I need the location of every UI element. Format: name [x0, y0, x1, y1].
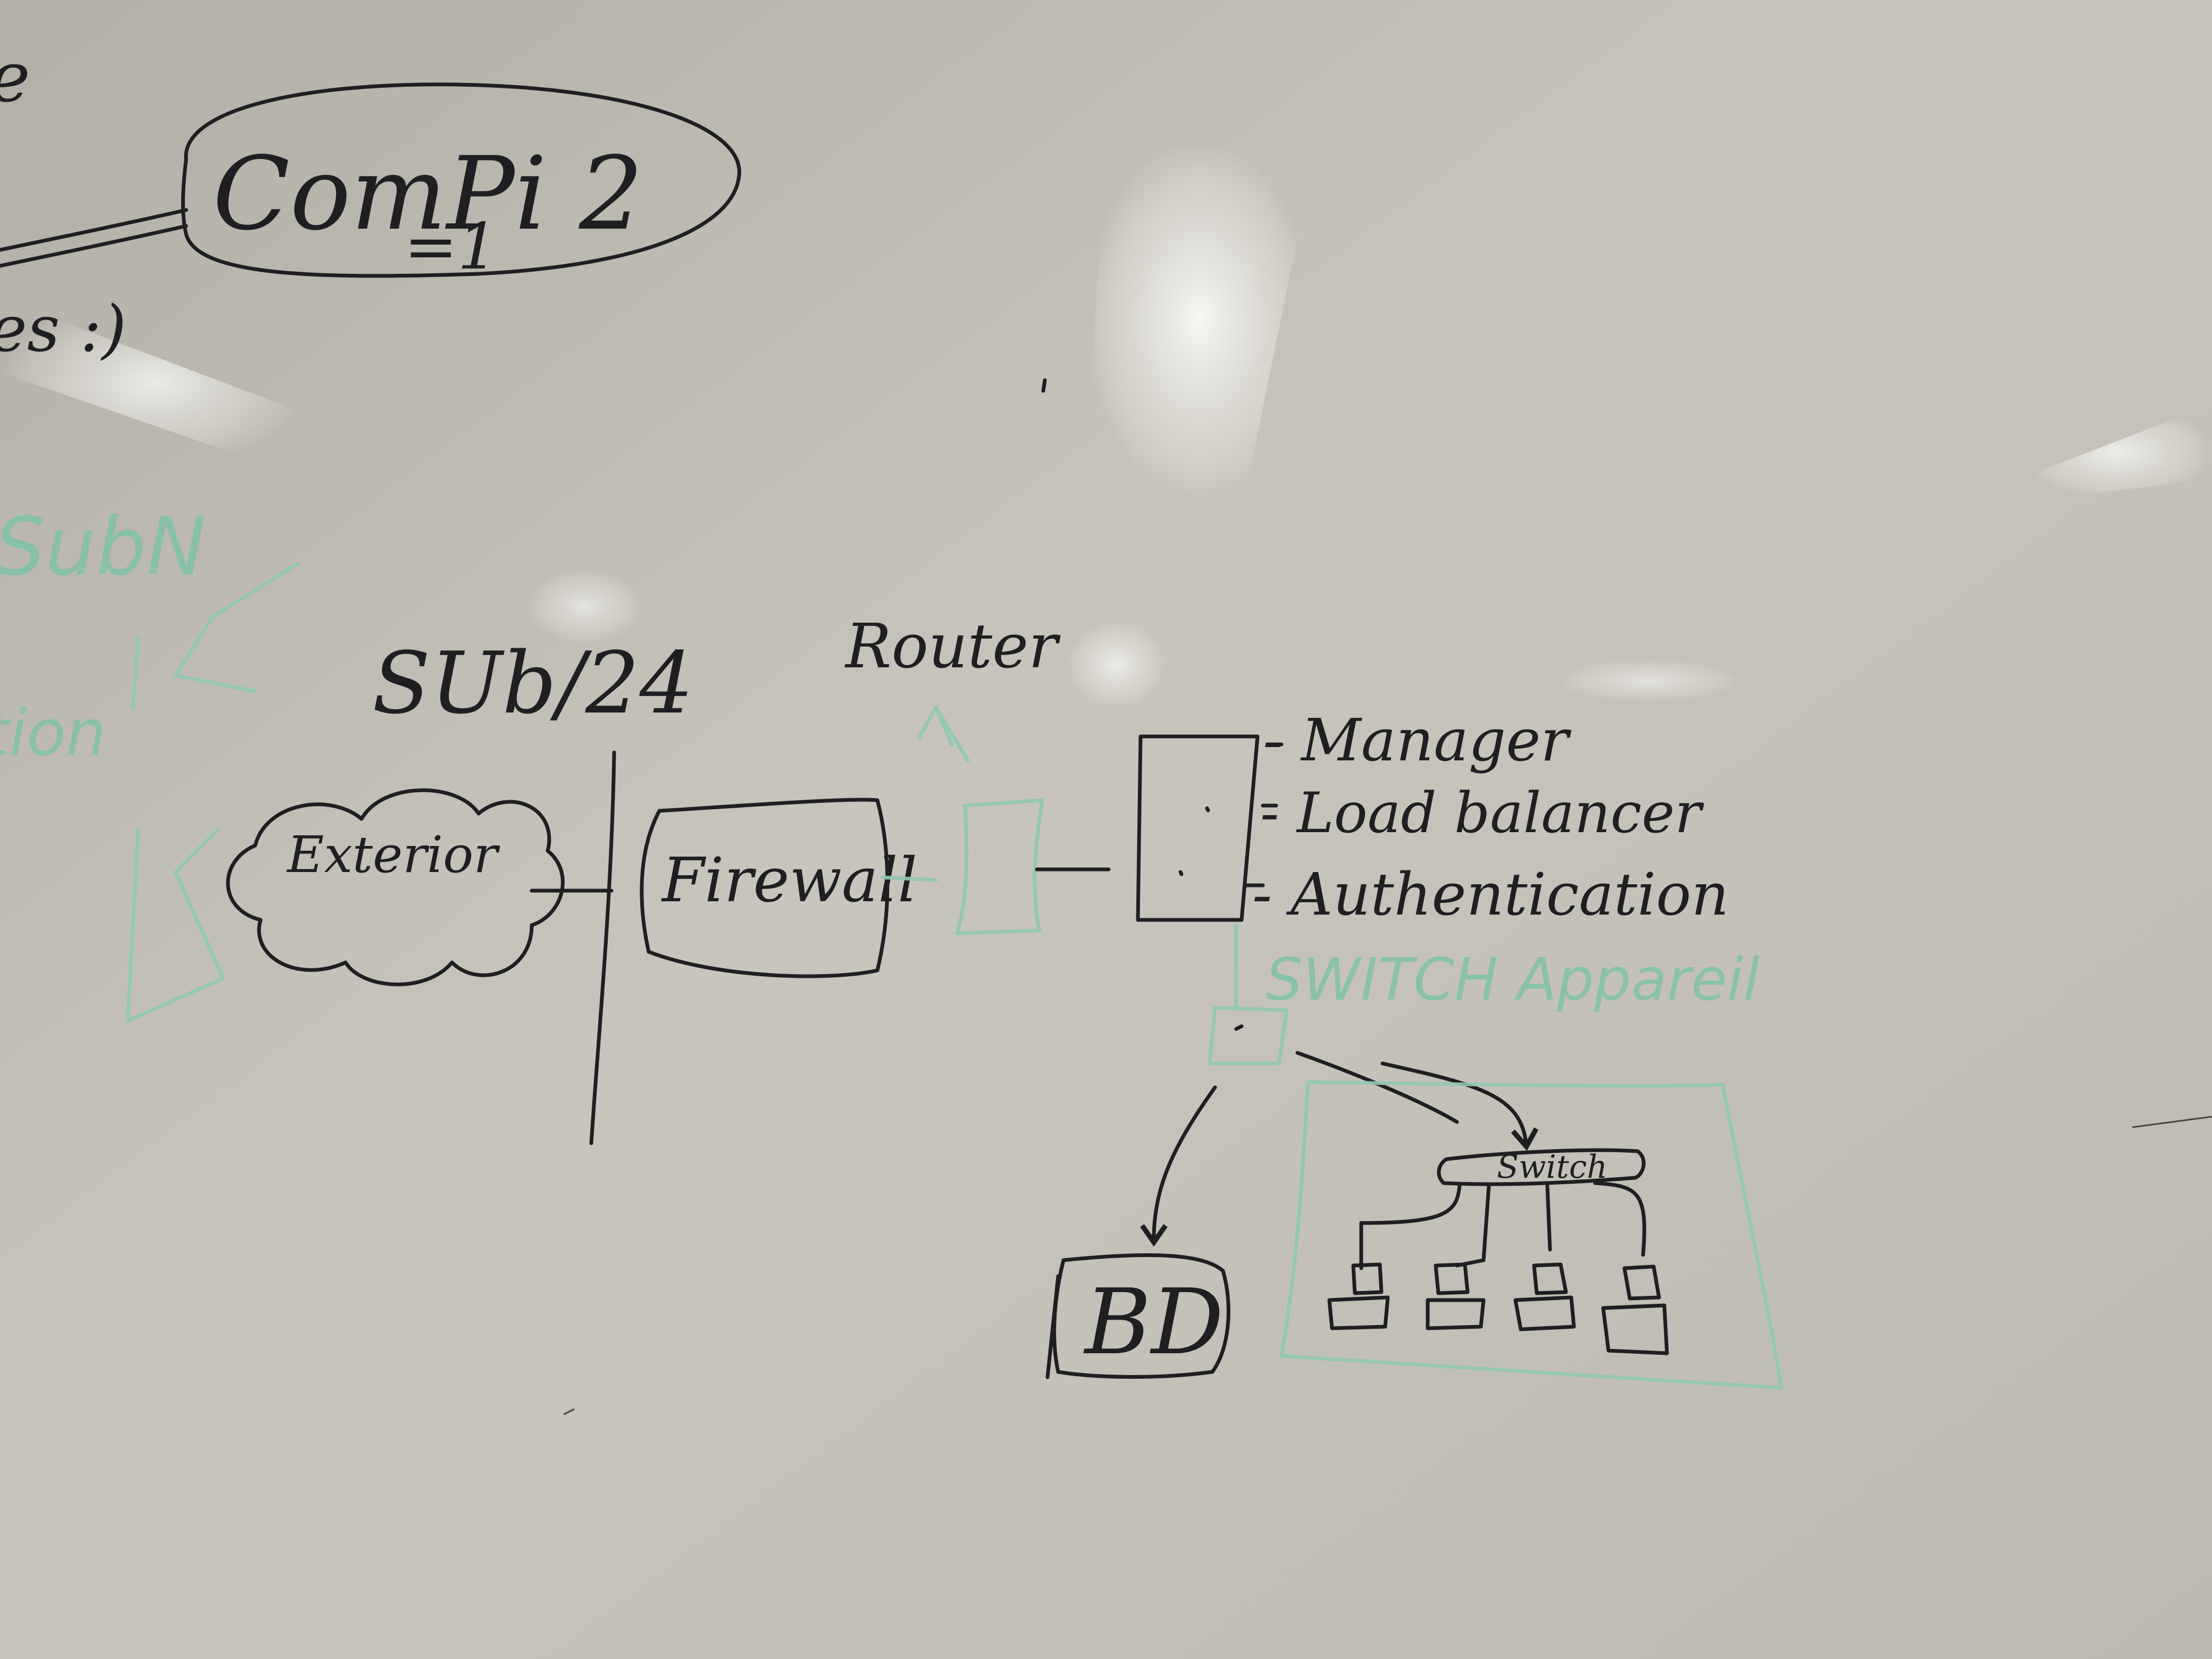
- subnet-line: [589, 750, 616, 1145]
- switch-appliance-label: SWITCH Appareil: [1266, 945, 1759, 1013]
- stray-mark: [1041, 378, 1047, 393]
- comp-note-subtext: =1: [404, 210, 498, 284]
- comp-note-bubble: [181, 82, 741, 278]
- exterior-cloud: Exterior: [226, 788, 565, 986]
- switch-appliance-node: [1208, 1006, 1289, 1066]
- host-computer: [1513, 1262, 1576, 1331]
- router-label: Router: [844, 611, 1061, 682]
- switch-appliance-dot: [1234, 1024, 1244, 1031]
- edge-text-top: e: [0, 37, 30, 118]
- bd-node: BD: [1045, 1253, 1230, 1379]
- server-marks: [1178, 806, 1210, 876]
- router-shape: [955, 798, 1044, 935]
- host-computers: [1327, 1262, 1669, 1355]
- firewall-label: Firewall: [661, 845, 917, 916]
- server-label-ticks: [1245, 742, 1284, 887]
- subnet-label: SUb/24: [372, 633, 693, 733]
- bd-box: [1045, 1253, 1230, 1379]
- bd-label: BD: [1083, 1270, 1224, 1375]
- faded-green-text-1: SubN: [0, 501, 206, 593]
- comp-note: ComPi 2 =1: [0, 82, 741, 284]
- router-arrows: [918, 705, 970, 763]
- comp-note-connector: [0, 208, 188, 268]
- stray-mark: [563, 1116, 2212, 1415]
- firewall-node: Firewall: [640, 798, 917, 978]
- host-computer: [1601, 1264, 1669, 1355]
- faded-green-notes: SubN tion: [0, 501, 300, 1023]
- light-reflections: [0, 138, 2212, 707]
- switch-label: Switch: [1497, 1149, 1607, 1186]
- server-box: [1136, 734, 1260, 922]
- router-node: [918, 705, 1044, 935]
- exterior-label: Exterior: [286, 826, 500, 884]
- firewall-box: [640, 798, 890, 978]
- switch-to-bd-arrow: [1140, 1085, 1217, 1247]
- edge-text-smiley: es :): [0, 292, 127, 366]
- server-node: [1136, 734, 1284, 922]
- authentication-label: - Authentication: [1252, 860, 1729, 928]
- switch-to-zone-arrow: [1295, 1051, 1526, 1143]
- switch-node: Switch: [1437, 1148, 1646, 1186]
- host-computer: [1327, 1262, 1390, 1330]
- manager-label: - Manager: [1263, 706, 1572, 774]
- switch-bar: [1437, 1148, 1646, 1186]
- comp-note-text: ComPi 2: [213, 135, 643, 253]
- cloud-outline: [226, 788, 565, 986]
- switch-appliance-box: [1208, 1006, 1289, 1066]
- faded-green-text-2: tion: [0, 697, 106, 770]
- load-balancer-label: - Load balancer: [1260, 781, 1705, 845]
- host-computer: [1426, 1262, 1486, 1330]
- switch-to-hosts-links: [1359, 1181, 1646, 1270]
- network-zone-box: [1279, 1080, 1783, 1390]
- firewall-to-router-link: [881, 875, 938, 882]
